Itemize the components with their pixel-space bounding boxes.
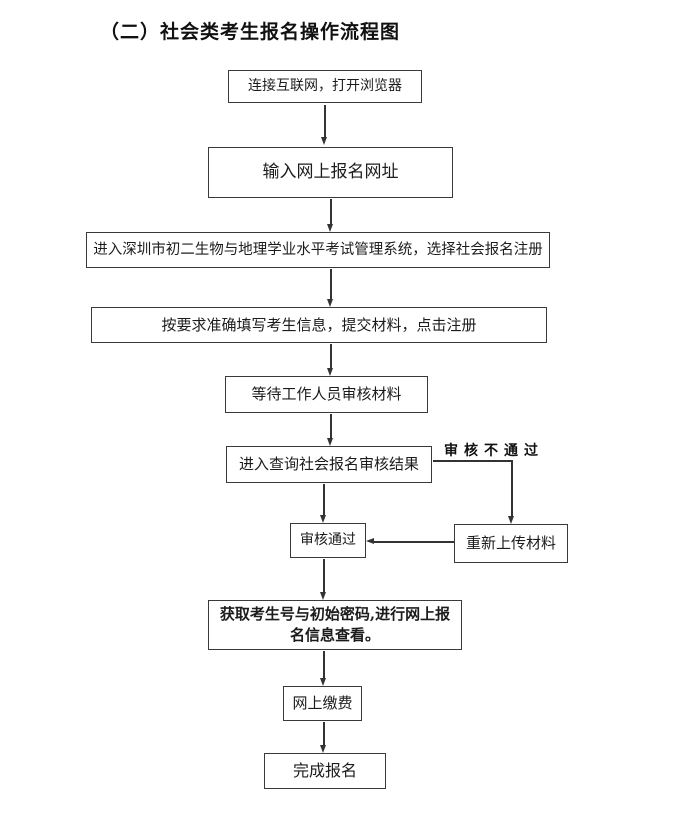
connector-line [330,414,332,439]
flow-node-label: 完成报名 [292,760,357,780]
flow-node-pass: 审核通过 [290,523,366,558]
flow-node-label: 按要求准确填写考生信息，提交材料，点击注册 [161,315,477,334]
arrow-down-icon [327,368,333,376]
flow-node-connect: 连接互联网，打开浏览器 [228,70,422,103]
arrow-down-icon [327,438,333,446]
flow-node-done: 完成报名 [264,753,386,789]
flow-node-system: 进入深圳市初二生物与地理学业水平考试管理系统，选择社会报名注册 [86,232,550,268]
connector-line [323,484,325,516]
branch-line [433,460,512,462]
flow-node-query: 进入查询社会报名审核结果 [226,446,432,483]
arrow-down-icon [320,745,326,753]
arrow-down-icon [320,678,326,686]
connector-line [330,199,332,225]
arrow-down-icon [327,299,333,307]
flow-node-reupload: 重新上传材料 [454,524,568,563]
arrow-down-icon [508,516,514,524]
flow-node-pay: 网上缴费 [283,686,362,721]
connector-line [372,541,454,543]
flow-node-fill: 按要求准确填写考生信息，提交材料，点击注册 [91,307,547,343]
arrow-down-icon [327,224,333,232]
flow-node-label: 获取考生号与初始密码,进行网上报名信息查看。 [219,605,451,644]
arrow-down-icon [320,515,326,523]
connector-line [330,269,332,300]
connector-line [323,722,325,746]
flow-node-label: 审核通过 [300,531,356,548]
flow-node-wait: 等待工作人员审核材料 [225,376,428,413]
connector-line [330,344,332,369]
page-title: （二）社会类考生报名操作流程图 [100,21,401,43]
branch-line [511,460,513,518]
branch-label-not-approved: 审核不通过 [444,443,544,459]
flow-node-obtain: 获取考生号与初始密码,进行网上报名信息查看。 [208,600,462,650]
connector-line [324,105,326,138]
flow-node-label: 进入深圳市初二生物与地理学业水平考试管理系统，选择社会报名注册 [93,241,543,258]
arrow-down-icon [321,137,327,145]
flow-node-label: 重新上传材料 [465,534,556,552]
arrow-down-icon [320,592,326,600]
flow-node-url: 输入网上报名网址 [208,147,453,198]
connector-line [323,651,325,679]
flow-node-label: 输入网上报名网址 [262,161,399,182]
flow-node-label: 连接互联网，打开浏览器 [248,77,402,94]
arrow-left-icon [366,538,374,544]
flow-node-label: 进入查询社会报名审核结果 [238,455,419,473]
flow-node-label: 网上缴费 [292,694,353,712]
connector-line [323,559,325,593]
flow-node-label: 等待工作人员审核材料 [251,385,402,403]
